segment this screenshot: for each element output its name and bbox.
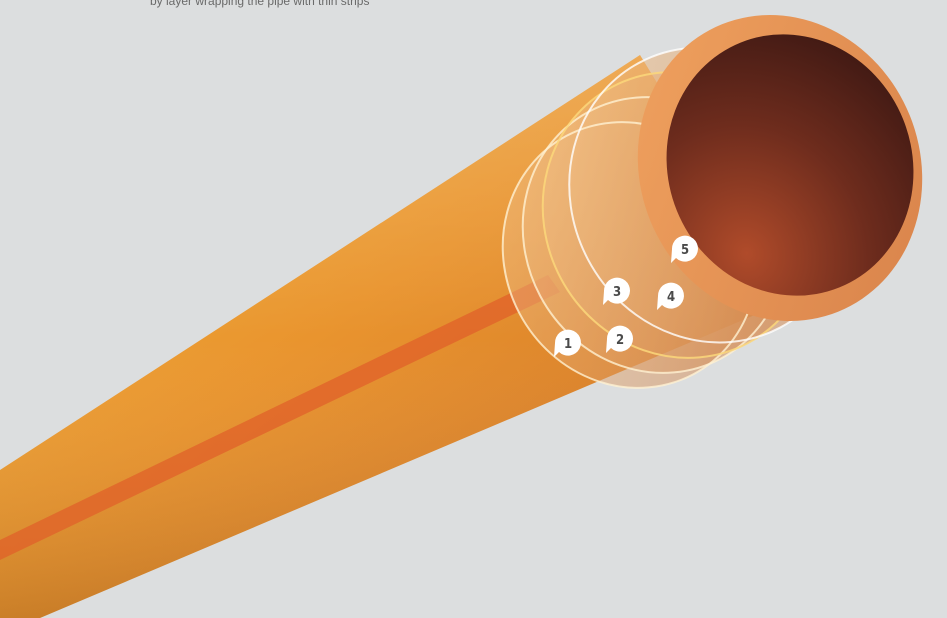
layer-marker-2-label: 2: [616, 333, 624, 348]
layer-marker-4-label: 4: [667, 290, 675, 305]
layer-marker-1-label: 1: [564, 337, 572, 352]
layer-marker-3-label: 3: [613, 285, 621, 300]
layer-marker-5-label: 5: [681, 243, 689, 258]
